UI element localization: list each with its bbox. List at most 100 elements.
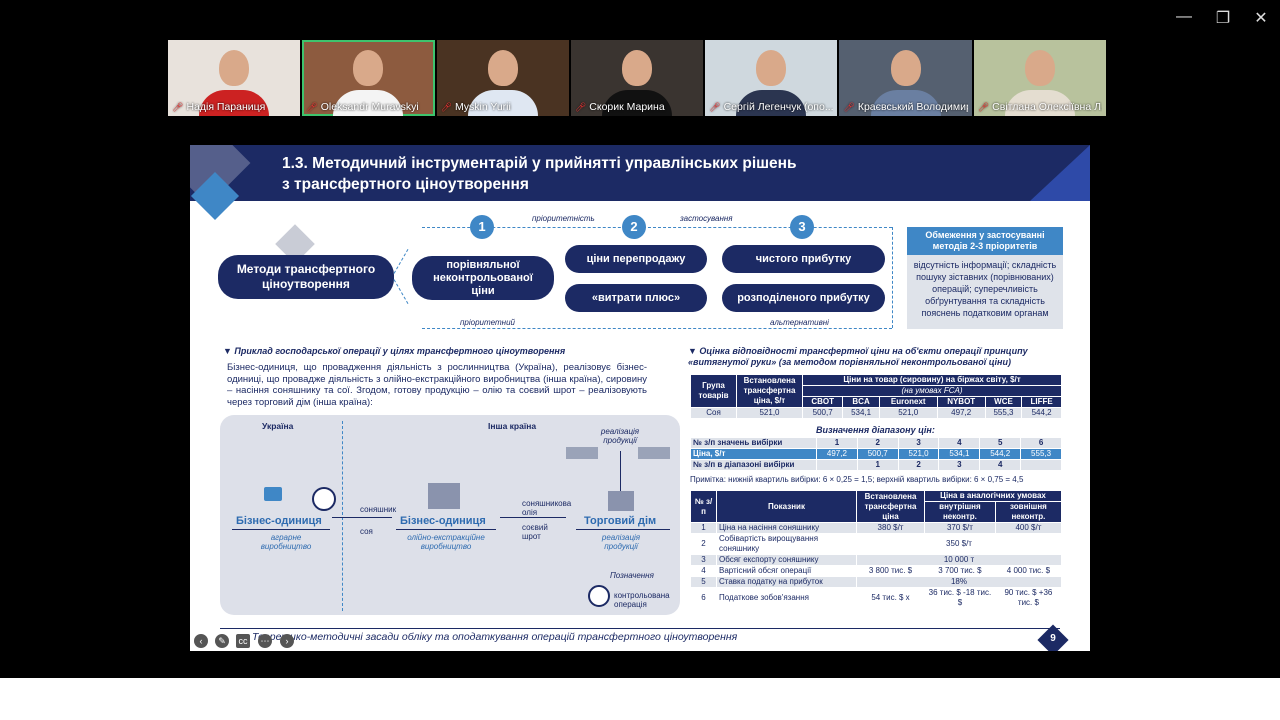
muted-mic-icon: 🎤︎	[306, 102, 318, 112]
participant-name: 🎤︎Сергій Легенчук (опо...	[709, 101, 834, 113]
truck-icon	[638, 447, 670, 459]
sunflower-label: соняшник	[360, 505, 397, 514]
biz2-sub: олійно-екстракційне виробництво	[407, 533, 485, 551]
dashed-frame-top	[422, 227, 892, 228]
range-title: Визначення діапазону цін:	[816, 425, 935, 435]
slide-title: 1.3. Методичний інструментарій у прийнят…	[282, 155, 797, 193]
dashed-frame-right	[892, 227, 893, 328]
participant-body	[736, 90, 807, 116]
arrow-line	[332, 517, 392, 518]
participant-tile[interactable]: 🎤︎Myskin Yurii	[436, 40, 569, 116]
close-button[interactable]: ✕	[1254, 10, 1268, 27]
truck-icon	[566, 447, 598, 459]
exchange-price-table: Група товарів Встановлена трансфертна ці…	[690, 374, 1062, 419]
bottom-bar	[0, 678, 1280, 720]
participant-tile[interactable]: 🎤︎Світлана Олексіївна Л...	[973, 40, 1106, 116]
participant-body	[467, 90, 538, 116]
indicator-table: № з/п Показник Встановлена трансфертна ц…	[690, 490, 1063, 609]
trade-house-title: Торговий дім	[584, 515, 657, 527]
method-3b-pill: розподіленого прибутку	[722, 284, 885, 312]
other-country-label: Інша країна	[488, 421, 537, 431]
dashed-frame-bottom	[422, 328, 892, 329]
participant-body	[601, 90, 672, 116]
participant-face	[353, 50, 384, 86]
participant-tile[interactable]: 🎤︎Oleksandr Muravskyi	[302, 40, 435, 116]
muted-mic-icon: 🎤︎	[843, 102, 855, 112]
biz1-sub: аграрне виробництво	[260, 533, 312, 551]
method-2a-pill: ціни перепродажу	[565, 245, 707, 273]
participant-body	[199, 90, 270, 116]
biz2-title: Бізнес-одиниця	[400, 515, 486, 527]
legend-label: Позначення	[610, 571, 654, 580]
footer-line	[220, 628, 1060, 629]
legend-icon	[588, 585, 610, 607]
trade-house-sub: реалізація продукції	[601, 533, 641, 551]
connector-line	[393, 279, 409, 304]
priority-label: пріоритетність	[532, 214, 595, 223]
muted-mic-icon: 🎤︎	[440, 102, 452, 112]
participant-face	[487, 50, 518, 86]
participant-name: 🎤︎Myskin Yurii	[440, 101, 511, 113]
participant-face	[621, 50, 652, 86]
participant-name: 🎤︎Краєвський Володимир	[843, 101, 968, 113]
participant-face	[219, 50, 250, 86]
muted-mic-icon: 🎤︎	[709, 102, 721, 112]
next-slide-icon[interactable]: ›	[280, 634, 294, 648]
connector-line	[393, 249, 409, 274]
soy-label: соя	[360, 527, 373, 536]
quartile-note: Примітка: нижній квартиль вибірки: 6 × 0…	[690, 475, 1024, 484]
method-2b-pill: «витрати плюс»	[565, 284, 707, 312]
example-title: ▼ Приклад господарської операції у цілях…	[223, 346, 566, 356]
limitations-body: відсутність інформації; складність пошук…	[913, 260, 1057, 318]
restore-button[interactable]: ❐	[1215, 10, 1231, 27]
presentation-slide: 1.3. Методичний інструментарій у прийнят…	[190, 145, 1090, 651]
prev-slide-icon[interactable]: ‹	[194, 634, 208, 648]
participant-face	[890, 50, 921, 86]
priority-1-badge: 1	[470, 215, 494, 239]
participant-name: 🎤︎Надія Параниця	[172, 101, 266, 113]
pen-icon[interactable]: ✎	[215, 634, 229, 648]
page-number: 9	[1050, 633, 1056, 644]
muted-mic-icon: 🎤︎	[574, 102, 587, 112]
methods-main-pill: Методи трансфертного ціноутворення	[218, 255, 394, 299]
participant-name: 🎤︎Oleksandr Muravskyi	[306, 101, 419, 113]
trade-house-icon	[608, 491, 634, 511]
arrow-line	[500, 517, 566, 518]
border-line	[342, 421, 343, 611]
alternative-label: альтернативні	[770, 318, 829, 327]
factory-icon	[428, 483, 460, 509]
sale-line	[620, 451, 621, 491]
muted-mic-icon: 🎤︎	[172, 102, 184, 112]
participant-tile[interactable]: 🎤︎Краєвський Володимир	[839, 40, 972, 116]
meal-label: соєвий шрот	[522, 523, 548, 541]
controlled-operation-icon	[312, 487, 336, 511]
participant-tile[interactable]: 🎤︎Сергій Легенчук (опо...	[705, 40, 838, 116]
muted-mic-icon: 🎤︎	[977, 102, 990, 112]
more-icon[interactable]: ⋯	[258, 634, 272, 648]
participant-name: 🎤︎Світлана Олексіївна Л...	[977, 101, 1102, 113]
participant-tile[interactable]: 🎤︎Надія Параниця	[168, 40, 301, 116]
method-3a-pill: чистого прибутку	[722, 245, 885, 273]
slide-header	[190, 145, 1090, 201]
field-icon	[264, 487, 282, 501]
participant-body	[1004, 90, 1075, 116]
participant-body	[333, 90, 404, 116]
participant-strip: 🎤︎Надія Параниця 🎤︎Oleksandr Muravskyi 🎤︎M…	[168, 40, 1106, 116]
participant-name: 🎤︎Скорик Марина	[574, 101, 665, 113]
subtitles-icon[interactable]: cc	[236, 634, 250, 648]
application-label: застосування	[680, 214, 733, 223]
ukraine-label: Україна	[262, 421, 294, 431]
limitations-box: Обмеження у застосуванні методів 2-3 прі…	[907, 227, 1063, 329]
participant-tile[interactable]: 🎤︎Скорик Марина	[570, 40, 704, 116]
participant-face	[756, 50, 787, 86]
sale-label: реалізація продукції	[600, 427, 640, 445]
minimize-button[interactable]: —	[1176, 8, 1192, 25]
operation-diagram: Україна Інша країна Бізнес-одиниця аграр…	[220, 415, 680, 615]
